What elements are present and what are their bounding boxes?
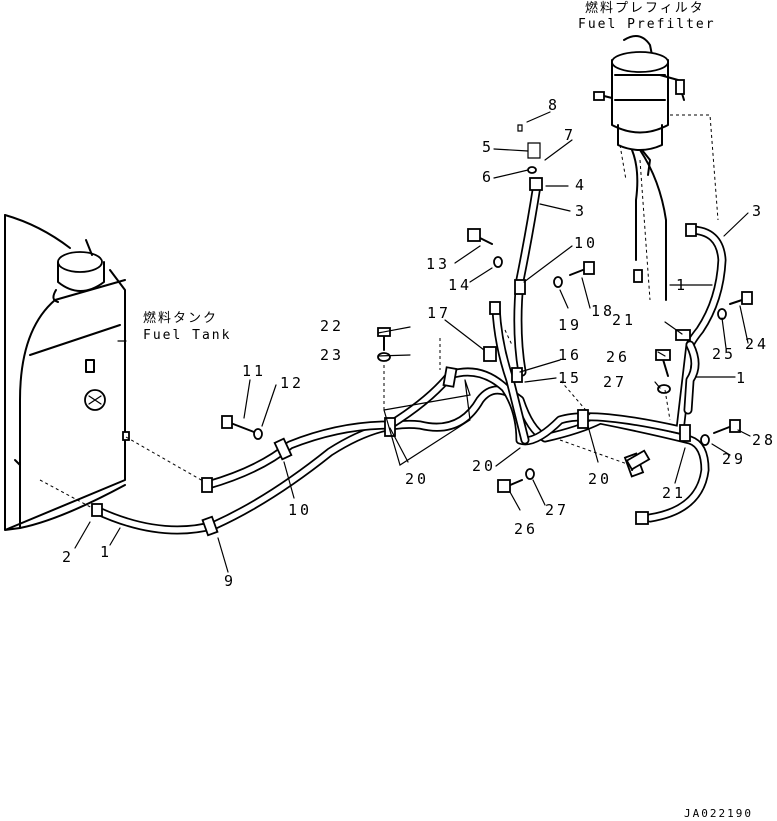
leader-lines xyxy=(74,111,751,573)
guide-lines xyxy=(383,114,719,466)
label-part-4: 4 xyxy=(575,176,587,194)
hose-assembly xyxy=(91,180,727,535)
label-part-22: 22 xyxy=(320,317,344,335)
label-part-26: 26 xyxy=(514,520,538,538)
label-part-3: 3 xyxy=(752,202,764,220)
label-part-9: 9 xyxy=(224,572,236,590)
label-part-14: 14 xyxy=(448,276,472,294)
label-part-27: 27 xyxy=(545,501,569,519)
label-part-10: 10 xyxy=(574,234,598,252)
label-part-29: 29 xyxy=(722,450,746,468)
drawing-code: JA022190 xyxy=(684,807,753,820)
label-part-24: 24 xyxy=(745,335,769,353)
label-part-1: 1 xyxy=(100,543,112,561)
label-part-12: 12 xyxy=(280,374,304,392)
label-part-26: 26 xyxy=(606,348,630,366)
label-part-10: 10 xyxy=(288,501,312,519)
label-part-20: 20 xyxy=(588,470,612,488)
label-part-28: 28 xyxy=(752,431,776,449)
label-part-21: 21 xyxy=(612,311,636,329)
label-part-20: 20 xyxy=(405,470,429,488)
fuel-prefilter xyxy=(593,35,685,301)
label-part-13: 13 xyxy=(426,255,450,273)
label-part-17: 17 xyxy=(427,304,451,322)
prefilter-caption-en: Fuel Prefilter xyxy=(578,17,716,32)
label-part-21: 21 xyxy=(662,484,686,502)
label-part-19: 19 xyxy=(558,316,582,334)
fuel-tank-caption-jp: 燃料タンク xyxy=(143,310,218,326)
label-part-6: 6 xyxy=(482,168,494,186)
label-part-16: 16 xyxy=(558,346,582,364)
label-part-27: 27 xyxy=(603,373,627,391)
label-part-2: 2 xyxy=(62,548,74,566)
label-part-7: 7 xyxy=(564,126,576,144)
fuel-tank-caption-en: Fuel Tank xyxy=(143,328,231,343)
label-part-15: 15 xyxy=(558,369,582,387)
prefilter-caption-jp: 燃料プレフィルタ xyxy=(585,0,705,16)
label-part-23: 23 xyxy=(320,346,344,364)
label-part-25: 25 xyxy=(712,345,736,363)
label-part-8: 8 xyxy=(548,96,560,114)
label-part-3: 3 xyxy=(575,202,587,220)
label-part-1: 1 xyxy=(676,276,688,294)
label-part-20: 20 xyxy=(472,457,496,475)
label-part-1: 1 xyxy=(736,369,748,387)
label-part-18: 18 xyxy=(591,302,615,320)
label-part-5: 5 xyxy=(482,138,494,156)
bracket-outline xyxy=(383,379,471,466)
hose-clamps xyxy=(91,177,697,537)
fuel-tank xyxy=(4,214,211,531)
part-labels: 1 1 1 2 3 3 4 5 6 7 8 9 10 10 11 12 13 1… xyxy=(62,96,776,590)
label-part-11: 11 xyxy=(242,362,266,380)
